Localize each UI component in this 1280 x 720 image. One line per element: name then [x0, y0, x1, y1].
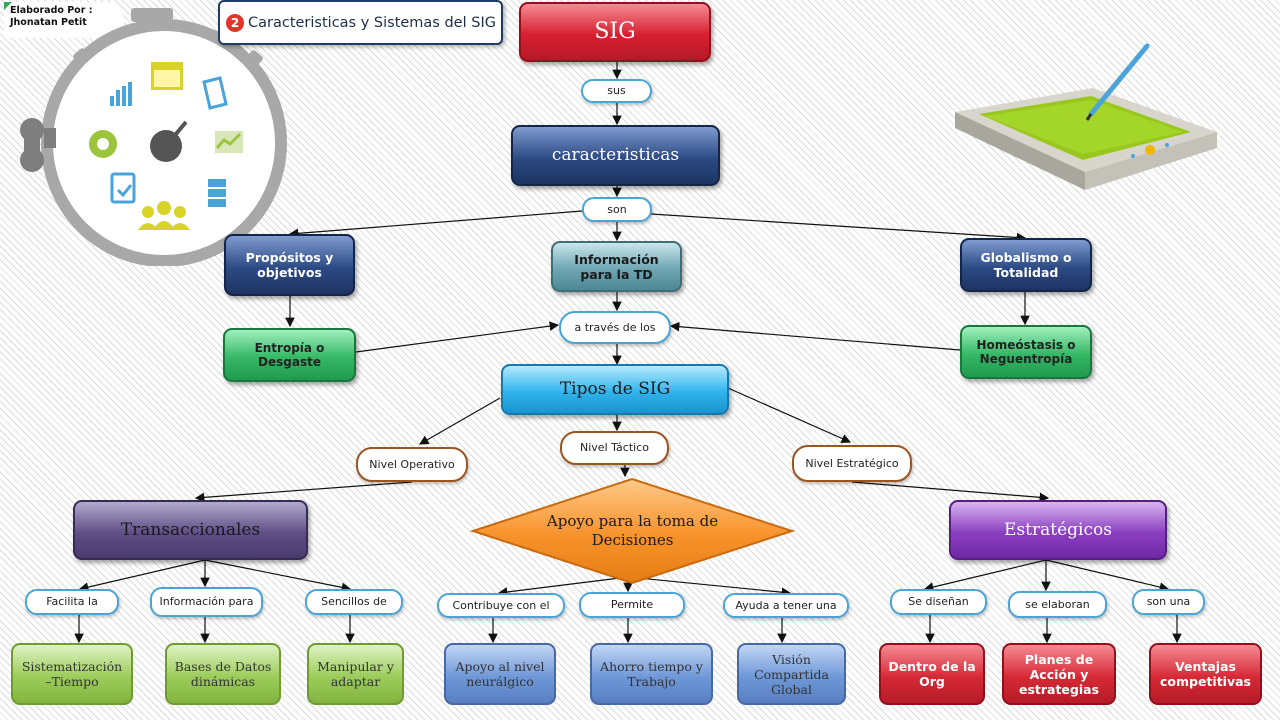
connector-son-una: son una [1132, 589, 1205, 615]
connector-nivel-tactico: Nivel Táctico [560, 431, 669, 465]
stopwatch-illustration [20, 8, 287, 266]
gauge-icon [150, 120, 188, 162]
connector-nivel-operativo: Nivel Operativo [356, 447, 468, 482]
author-card: Elaborado Por : Jhonatan Petit [4, 2, 124, 38]
node-estrategicos[interactable]: Estratégicos [949, 500, 1167, 560]
clipboard-check-icon [110, 172, 136, 204]
page-title: Caracteristicas y Sistemas del SIG [248, 14, 496, 31]
tablet-stylus-icon [955, 43, 1217, 190]
connector-nivel-estrategico: Nivel Estratégico [792, 445, 912, 482]
node-informacion-td[interactable]: Información para la TD [551, 241, 682, 292]
node-dentro-org[interactable]: Dentro de la Org [879, 643, 985, 705]
line-chart-icon [215, 131, 243, 153]
node-ventajas[interactable]: Ventajas competitivas [1149, 643, 1262, 705]
connector-a-traves: a través de los [559, 311, 671, 344]
node-vision[interactable]: Visión Compartida Global [737, 643, 846, 705]
node-apoyo-nivel[interactable]: Apoyo al nivel neurálgico [444, 643, 556, 705]
node-bases-datos[interactable]: Bases de Datos dinámicas [165, 643, 281, 705]
key-icon [20, 118, 56, 172]
page-title-box: 2 Caracteristicas y Sistemas del SIG [218, 0, 503, 45]
node-apoyo-decisiones[interactable]: Apoyo para la toma de Decisiones [546, 511, 719, 550]
node-globalismo[interactable]: Globalismo o Totalidad [960, 238, 1092, 292]
connector-facilita: Facilita la [25, 589, 119, 615]
node-sig[interactable]: SIG [519, 2, 711, 62]
gear-icon [89, 130, 117, 158]
connector-son: son [582, 197, 652, 222]
node-homeostasis[interactable]: Homeóstasis o Neguentropía [960, 325, 1092, 379]
node-sistematizacion[interactable]: Sistematización –Tiempo [11, 643, 133, 705]
node-transaccionales[interactable]: Transaccionales [73, 500, 308, 560]
bar-chart-icon [110, 82, 132, 106]
crown-icon [131, 8, 173, 22]
author-label: Elaborado Por : [10, 5, 93, 16]
connector-permite: Permite [579, 592, 685, 618]
connector-sus: sus [581, 79, 652, 103]
connector-informacion-para: Información para [150, 587, 263, 617]
calendar-icon [151, 62, 183, 90]
node-propositos[interactable]: Propósitos y objetivos [224, 234, 355, 296]
decision-diamond [470, 477, 795, 585]
node-tipos-sig[interactable]: Tipos de SIG [501, 364, 729, 415]
people-icon [138, 201, 190, 230]
connector-ayuda: Ayuda a tener una [723, 593, 849, 618]
node-caracteristicas[interactable]: caracteristicas [511, 125, 720, 186]
connector-contribuye: Contribuye con el [437, 593, 565, 618]
node-entropia[interactable]: Entropía o Desgaste [223, 328, 356, 382]
server-icon [208, 179, 226, 207]
node-planes[interactable]: Planes de Acción y estrategias [1002, 643, 1116, 705]
step-number-badge: 2 [226, 13, 244, 32]
node-manipular[interactable]: Manipular y adaptar [307, 643, 404, 705]
connector-sencillos: Sencillos de [305, 589, 403, 615]
document-icon [202, 76, 228, 110]
connector-se-disenan: Se diseñan [890, 589, 987, 615]
author-name: Jhonatan Petit [10, 16, 87, 28]
connector-se-elaboran: se elaboran [1008, 591, 1107, 618]
node-ahorro[interactable]: Ahorro tiempo y Trabajo [590, 643, 713, 705]
